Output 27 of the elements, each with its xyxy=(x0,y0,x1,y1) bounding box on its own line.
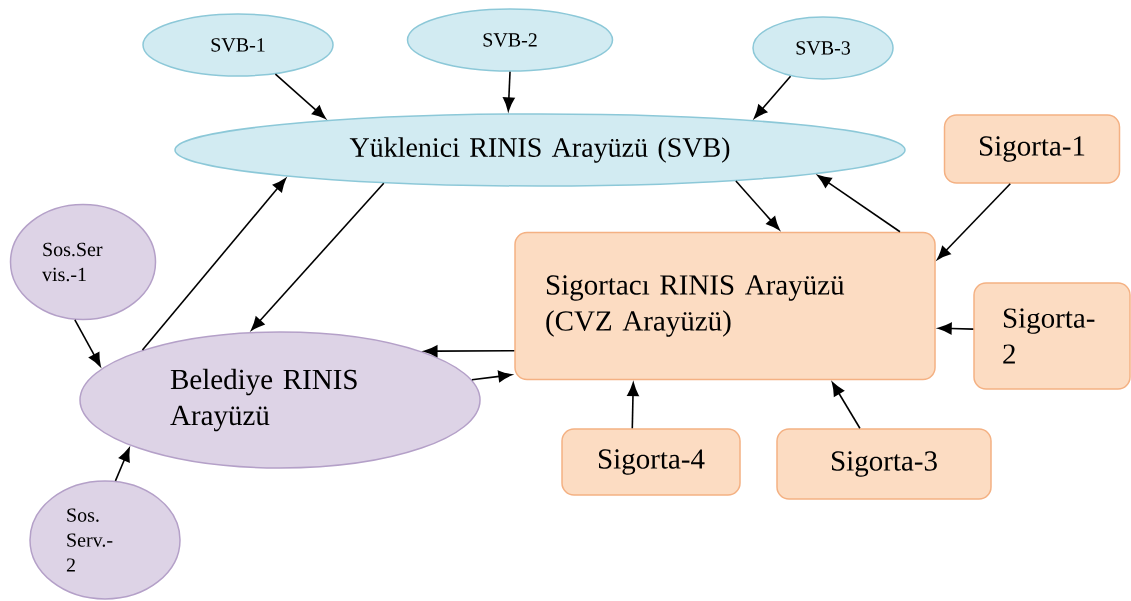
arrow xyxy=(251,182,385,331)
arrow xyxy=(423,345,516,358)
arrow xyxy=(753,75,792,119)
rounded-box: Sigorta-4 xyxy=(561,428,741,496)
arrow xyxy=(938,322,975,335)
arrow xyxy=(74,319,101,367)
arrow xyxy=(141,178,287,351)
arrow xyxy=(274,73,326,119)
rounded-box: Sigorta-2 xyxy=(973,282,1131,390)
arrow xyxy=(735,180,780,231)
rounded-box: Sigorta-1 xyxy=(943,114,1121,184)
arrow xyxy=(114,447,130,482)
ellipse-node: Sos. Serv.-2 xyxy=(29,480,181,600)
arrow xyxy=(817,175,901,233)
arrow xyxy=(937,182,1012,260)
arrow xyxy=(831,382,861,430)
ellipse-node: SVB-2 xyxy=(406,8,614,72)
ellipse-node: Sos.Ser vis.-1 xyxy=(9,203,157,321)
rounded-box: Sigorta-3 xyxy=(776,428,992,500)
rounded-box: Sigortacı RINIS Arayüzü (CVZ Arayüzü) xyxy=(514,231,936,381)
arrow xyxy=(503,70,515,112)
arrow xyxy=(471,370,513,383)
arrow xyxy=(627,382,639,430)
ellipse-node: SVB-1 xyxy=(142,13,334,77)
ellipse-node: Belediye RINIS Arayüzü xyxy=(79,331,481,469)
ellipse-node: SVB-3 xyxy=(752,16,894,80)
ellipse-node: Yüklenici RINIS Arayüzü (SVB) xyxy=(174,113,906,187)
